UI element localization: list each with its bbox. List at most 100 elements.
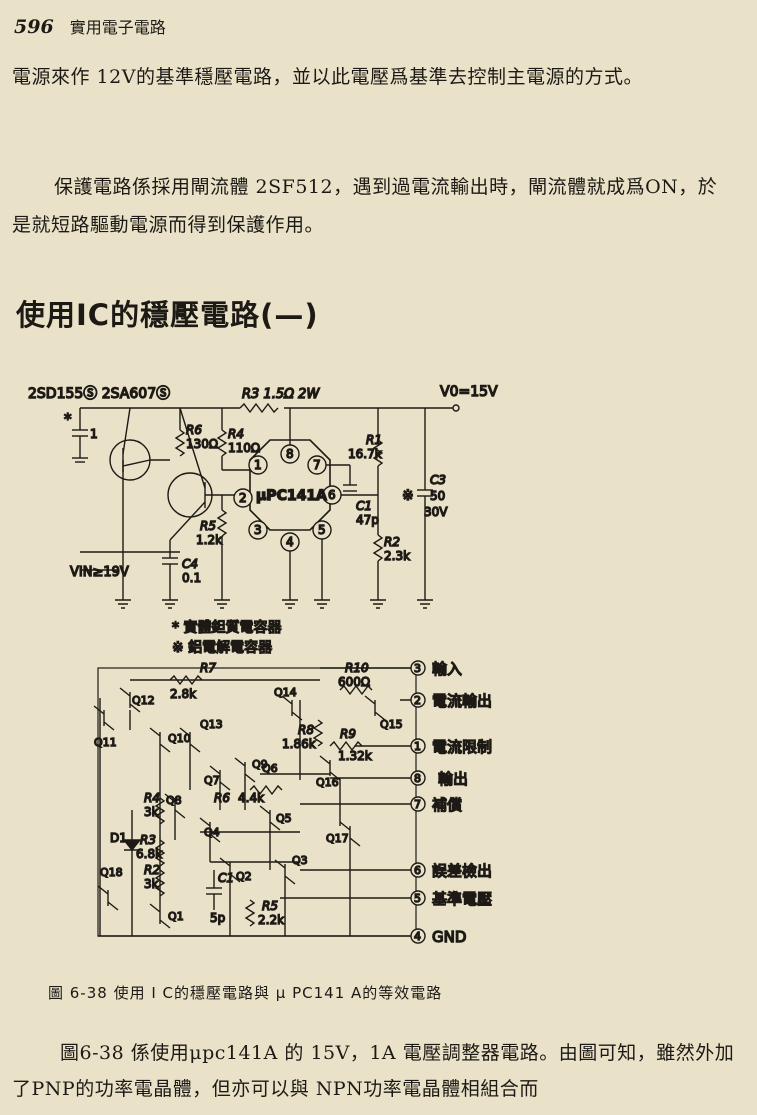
pin4-num: 4 [286,535,294,549]
r4-resistor [216,429,228,457]
q17-label: Q17 [326,832,349,845]
q13-label: Q13 [200,718,223,731]
transistor-labels: 2SD155Ⓢ 2SA607Ⓢ [28,386,170,402]
pin6-num: 6 [328,488,336,502]
c4-value: 0.1 [182,571,201,585]
r2-resistor [372,534,384,562]
d1-label: D1 [110,831,127,845]
r10-value: 600Ω [338,675,370,689]
r5-label: R5 [200,519,216,533]
q7-label: Q7 [204,774,220,787]
q2-label: Q2 [236,870,252,883]
term-7-label: 補償 [432,796,462,814]
term-4-label: GND [432,928,466,946]
q5-label: Q5 [276,812,292,825]
r3-int-label: R3 [140,833,156,847]
r7-label: R7 [200,661,216,675]
r2-int-label: R2 [144,863,160,877]
pin5-num: 5 [318,523,326,537]
r3-int-value: 6.8k [136,847,162,861]
figure-6-38: 2SD155Ⓢ 2SA607Ⓢ R3 1.5Ω 2W V0=15V VIN≥19… [0,370,757,970]
term-2-label: 電流輸出 [432,692,492,710]
regulator-circuit [72,402,460,609]
r7-value: 2.8k [170,687,196,701]
r10-label: R10 [345,661,369,675]
q10-label: Q10 [168,732,191,745]
term-3 [410,660,426,676]
r2-label: R2 [384,535,400,549]
r3-resistor [239,402,279,414]
q11-label: Q11 [94,736,117,749]
r5-int-value: 2.2k [258,913,284,927]
cin-mark: * [64,410,72,428]
term-8-num: 8 [414,772,421,785]
r10-resistor [339,684,373,696]
r4-int-label: R4 [144,791,160,805]
c3-value-1: 50 [430,489,445,503]
term-7 [410,796,426,812]
term-5 [410,890,426,906]
figure-caption: 圖 6-38 使用 I C的穩壓電路與 μ PC141 A的等效電路 [48,984,443,1002]
r3-label: R3 1.5Ω 2W [242,387,320,402]
r4-value: 110Ω [228,441,260,455]
ic-label: μPC141A [256,488,327,504]
ic-upc141a [249,439,331,531]
q15-label: Q15 [380,718,403,731]
term-1-label: 電流限制 [432,738,492,756]
paragraph-3: 圖6-38 係使用μpc141A 的 15V，1A 電壓調整器電路。由圖可知，雖… [12,1042,735,1100]
term-5-num: 5 [414,892,421,905]
c3-value-2: 30V [424,505,448,519]
r7-resistor [169,674,203,686]
r6-int-label: R6 [214,791,230,805]
term-6-label: 誤差檢出 [432,862,492,880]
q8-label: Q8 [166,794,182,807]
term-5-label: 基準電壓 [432,890,492,908]
transistor-2sd155 [109,439,151,481]
term-1-num: 1 [414,740,421,753]
q16-label: Q16 [316,776,339,789]
term-6 [410,862,426,878]
r6-resistor-internal [249,784,283,796]
vout-terminal [452,404,460,412]
q1-label: Q1 [168,910,184,923]
q9-label: Q9 [252,758,268,771]
pin-1 [248,455,268,475]
paragraph-2: 保護電路係採用閘流體 2SF512，遇到過電流輸出時，閘流體就成爲ON，於是就短… [12,176,718,236]
c1-value: 47p [356,513,379,527]
term-6-num: 6 [414,864,421,877]
r1-label: R1 [366,433,382,447]
r5-resistor [216,509,228,537]
r5-int-label: R5 [262,899,278,913]
note-electrolytic: ※ 鋁電解電容器 [172,639,272,656]
paragraph-1: 電源來作 12V的基準穩壓電路，並以此電壓爲基準去控制主電源的方式。 [12,66,643,88]
r4-label: R4 [228,427,244,441]
r6-label: R6 [186,423,202,437]
r5-value: 1.2k [196,533,222,547]
pin-2 [233,488,253,508]
term-7-num: 7 [414,798,421,811]
c3-label: C3 [430,473,446,487]
vin-label: VIN≥19V [70,565,129,580]
q4-label: Q4 [204,826,220,839]
term-4 [410,928,426,944]
q14-label: Q14 [274,686,297,699]
pin8-num: 8 [286,447,294,461]
q3-label: Q3 [292,854,308,867]
term-1 [410,738,426,754]
c4-label: C4 [182,557,198,571]
r2-value: 2.3k [384,549,410,563]
section-title: 使用IC的穩壓電路(—) [16,298,319,332]
circuit-diagrams: 2SD155Ⓢ 2SA607Ⓢ R3 1.5Ω 2W V0=15V VIN≥19… [27,383,498,946]
r6-resistor [174,429,186,457]
c1-label: C1 [356,499,372,513]
term-2-num: 2 [414,694,421,707]
ground-symbols [115,552,433,609]
r2-resistor-internal [154,869,166,897]
r8-value: 1.86k [282,737,316,751]
r3-resistor-internal [154,839,166,867]
cin-value: 1 [90,427,98,441]
r1-resistor [372,439,384,467]
q6-label: Q6 [262,762,278,775]
r1-value: 16.7k [348,447,382,461]
pin1-num: 1 [254,458,262,472]
